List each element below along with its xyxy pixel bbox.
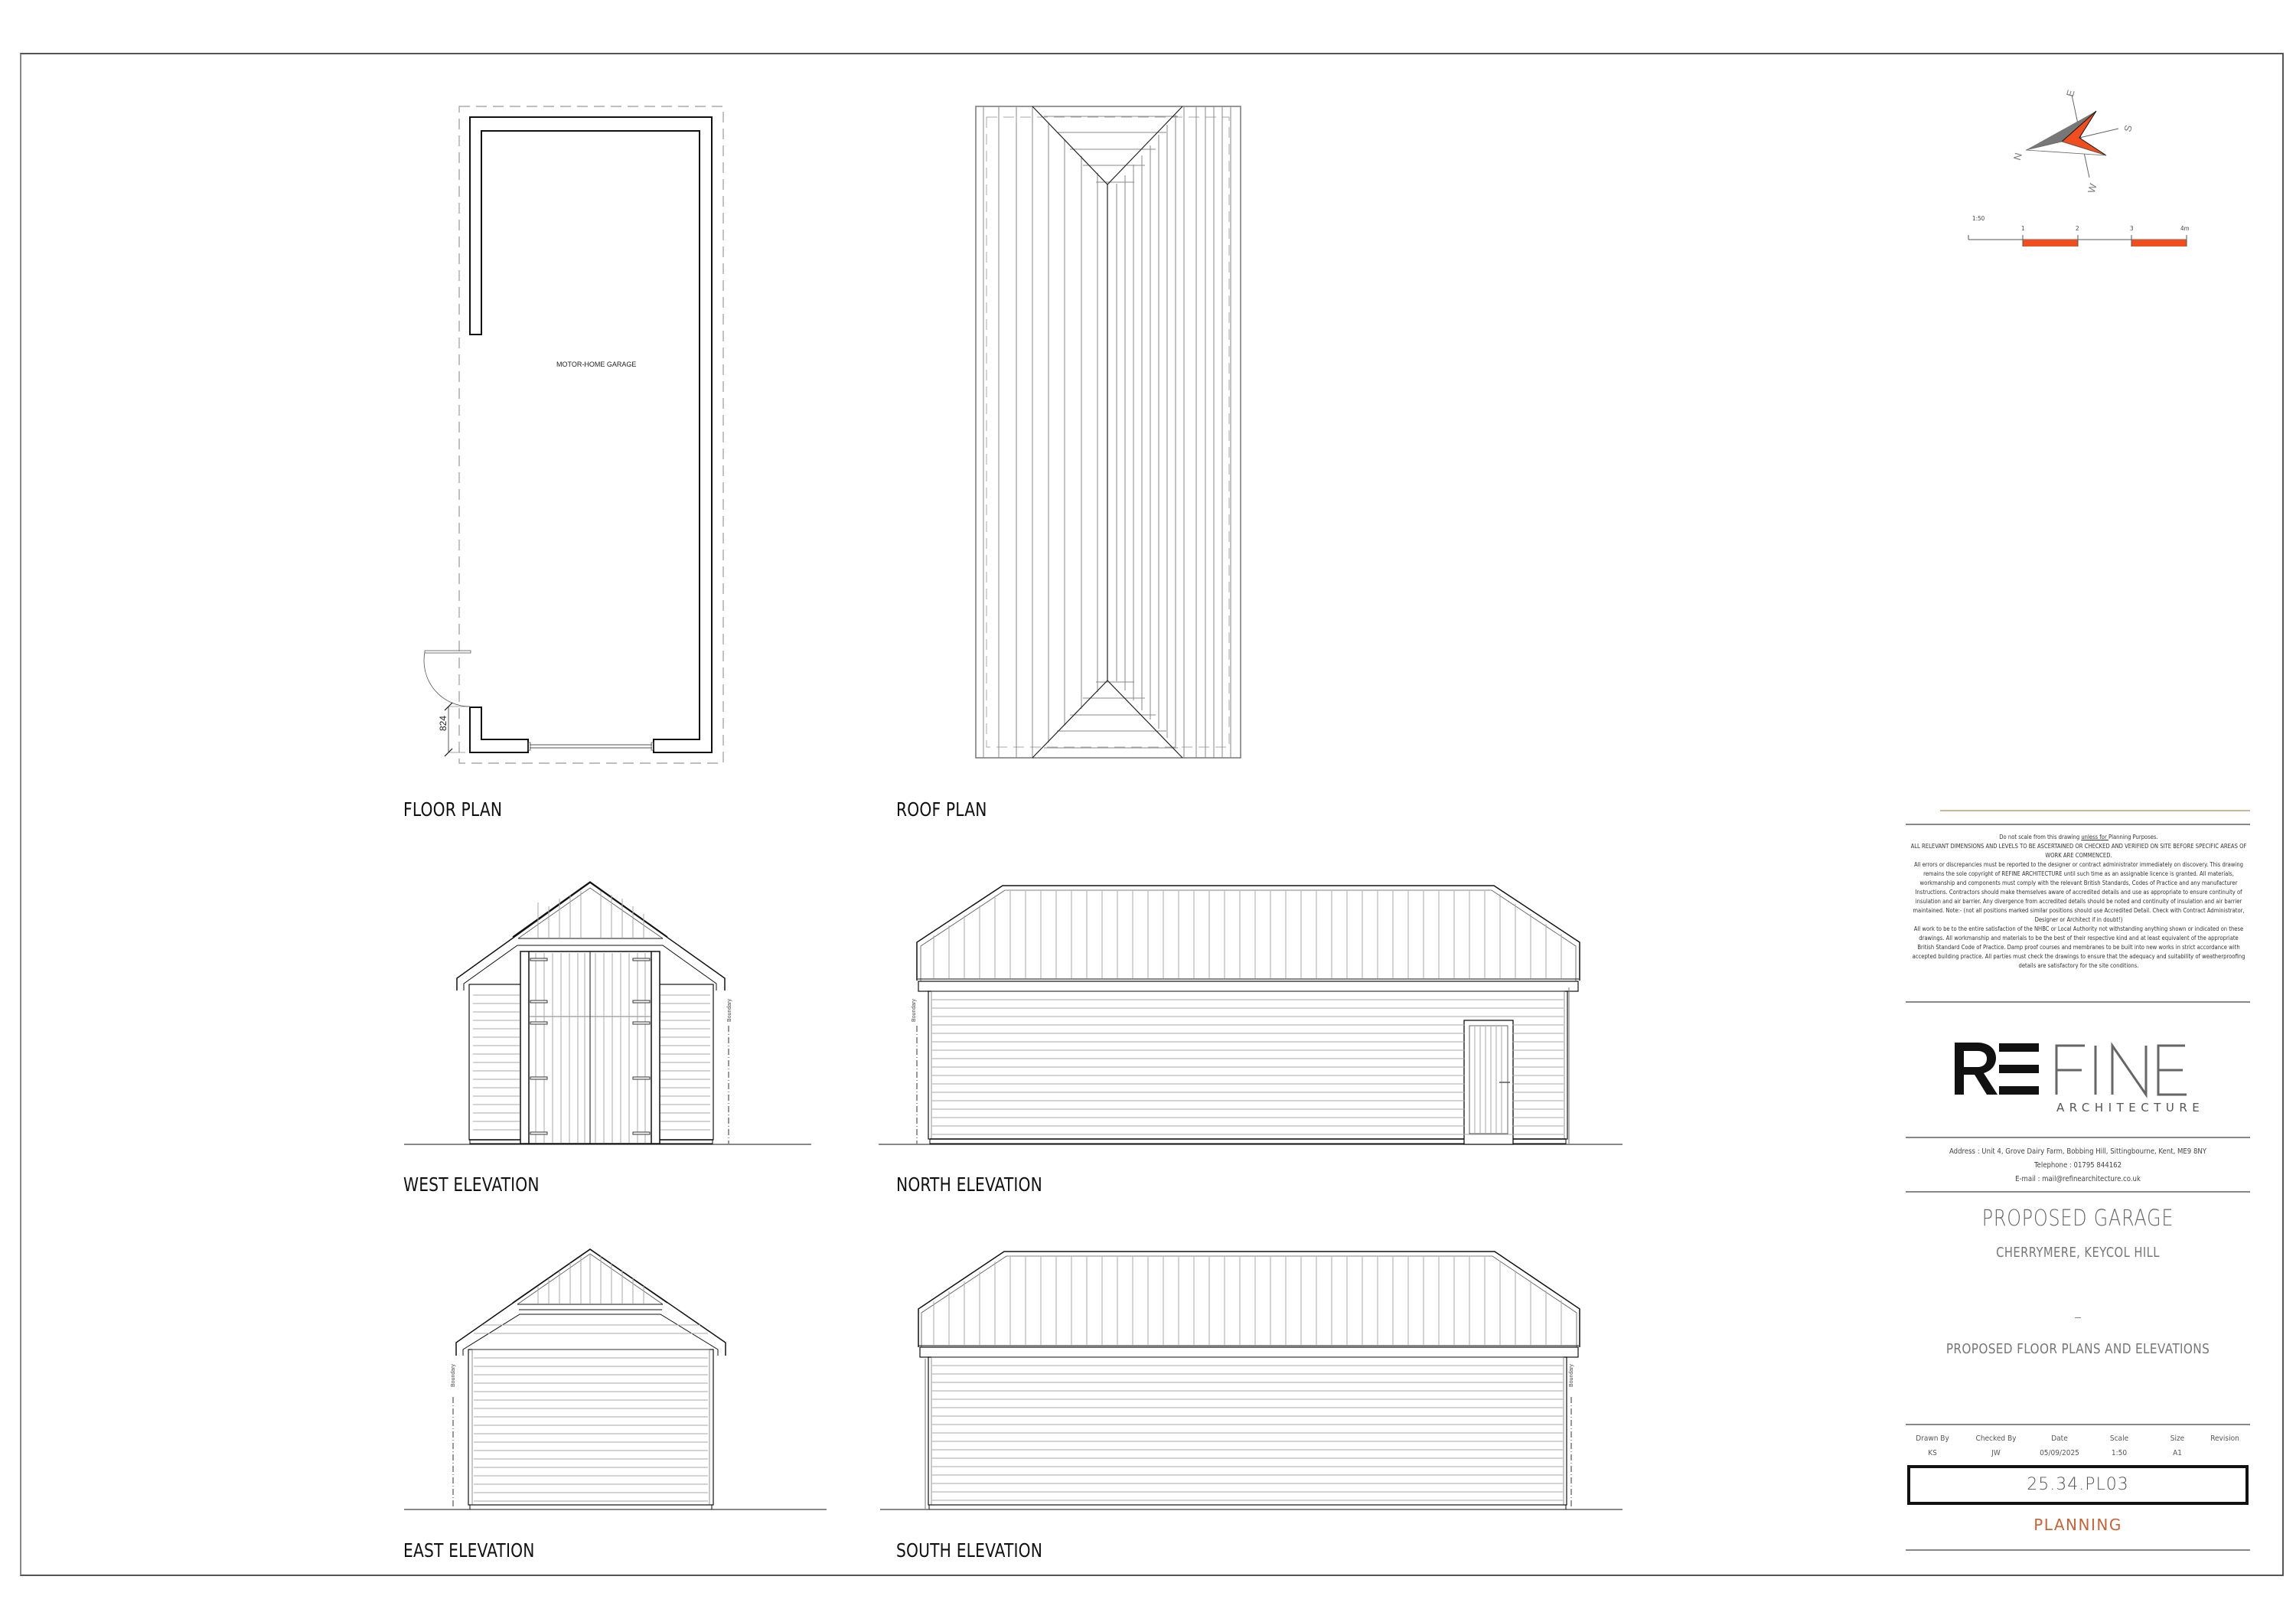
- door-width-dimension: 824: [438, 716, 448, 731]
- drawing-notes: Do not scale from this drawing unless fo…: [1910, 834, 2247, 969]
- notes-compliance: All work to be to the entire satisfactio…: [1912, 925, 2245, 969]
- east-elevation-title: EAST ELEVATION: [403, 1539, 535, 1562]
- notes-copyright: All errors or discrepancies must be repo…: [1913, 861, 2245, 923]
- email-link[interactable]: E-mail : mail@refinearchitecture.co.uk: [2015, 1175, 2141, 1183]
- title-block-rule: [1906, 1549, 2250, 1551]
- boundary-label-north: Boundary: [912, 999, 917, 1022]
- telephone: Telephone : 01795 844162: [2033, 1161, 2122, 1170]
- roof-plan-drawing: [975, 106, 1241, 759]
- title-block-rule: [1906, 1137, 2250, 1138]
- title-block-accent-rule: [1940, 810, 2250, 811]
- compass-s-label: S: [2122, 123, 2135, 133]
- project-title: PROPOSED GARAGE: [1981, 1205, 2174, 1231]
- scale-tick-3: 3: [2130, 225, 2134, 232]
- east-elevation-drawing: Boundary: [404, 1248, 827, 1510]
- boundary-label-south: Boundary: [1569, 1364, 1574, 1387]
- compass-e-label: E: [2064, 88, 2077, 98]
- south-elevation-drawing: Boundary: [880, 1251, 1623, 1510]
- roof-plan-title: ROOF PLAN: [896, 798, 987, 821]
- title-separator: _: [2075, 1306, 2081, 1318]
- drawing-title: PROPOSED FLOOR PLANS AND ELEVATIONS: [1945, 1341, 2210, 1357]
- room-label-motorhome-garage: MOTOR-HOME GARAGE: [556, 361, 637, 368]
- meta-revision: Revision: [2210, 1434, 2239, 1443]
- notes-dimensions-warning: ALL RELEVANT DIMENSIONS AND LEVELS TO BE…: [1910, 843, 2247, 859]
- west-elevation-drawing: Boundary: [404, 881, 811, 1145]
- scale-tick-4m: 4m: [2180, 225, 2190, 232]
- contact-details: Address : Unit 4, Grove Dairy Farm, Bobb…: [1906, 1145, 2250, 1186]
- title-block-rule: [1906, 824, 2250, 825]
- refine-architecture-logo: ARCHITECTURE: [1953, 1039, 2206, 1115]
- project-location: CHERRYMERE, KEYCOL HILL: [1996, 1245, 2160, 1261]
- title-block-rule: [1906, 1191, 2250, 1193]
- boundary-label-east: Boundary: [451, 1364, 456, 1387]
- title-block-rule: [1906, 1424, 2250, 1425]
- north-elevation-drawing: Boundary: [879, 885, 1623, 1145]
- logo-subtitle: ARCHITECTURE: [2056, 1101, 2204, 1113]
- drawing-sheet-border: [20, 53, 2284, 1576]
- floor-plan-title: FLOOR PLAN: [403, 798, 503, 821]
- scale-ratio-label: 1:50: [1972, 215, 1985, 222]
- scale-bar: [1968, 235, 2187, 246]
- compass-n-label: N: [2011, 152, 2024, 162]
- floor-plan-drawing: 824: [423, 106, 724, 764]
- drawing-status: PLANNING: [2033, 1516, 2122, 1534]
- address: Address : Unit 4, Grove Dairy Farm, Bobb…: [1949, 1147, 2206, 1156]
- south-elevation-title: SOUTH ELEVATION: [896, 1539, 1043, 1562]
- north-elevation-title: NORTH ELEVATION: [896, 1173, 1042, 1196]
- scale-tick-2: 2: [2076, 225, 2079, 232]
- scale-tick-1: 1: [2021, 225, 2025, 232]
- drawing-number: 25.34.PL03: [1907, 1465, 2249, 1505]
- boundary-label-west: Boundary: [727, 999, 732, 1022]
- west-elevation-title: WEST ELEVATION: [403, 1173, 540, 1196]
- compass-w-label: W: [2086, 181, 2099, 194]
- title-block-rule: [1906, 1001, 2250, 1003]
- north-arrow-icon: N E S W: [2011, 88, 2135, 194]
